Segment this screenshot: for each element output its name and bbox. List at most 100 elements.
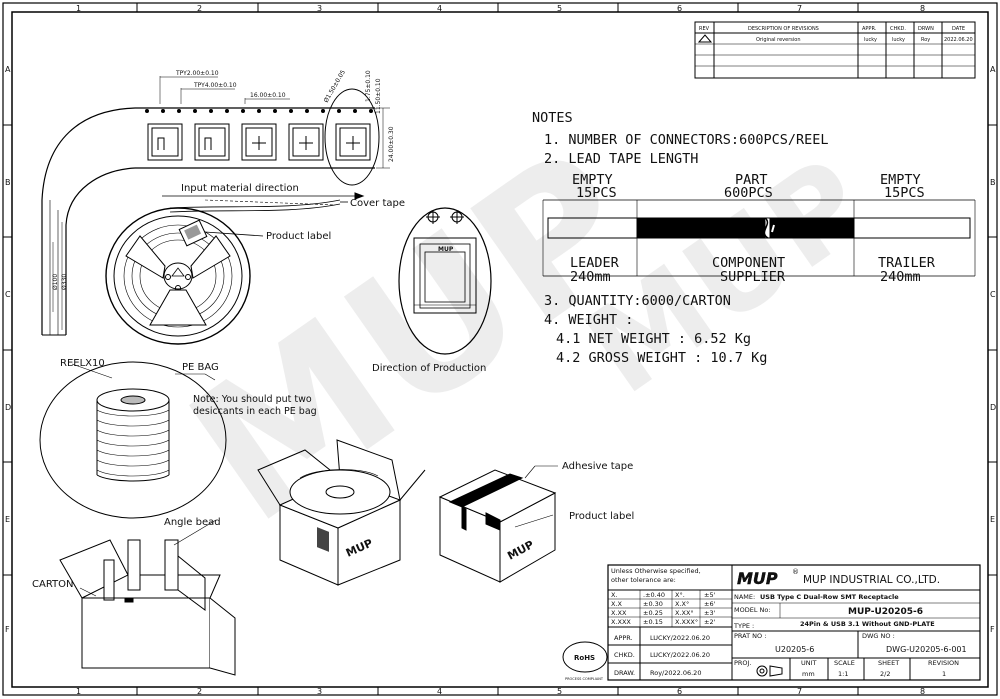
dim-center: 11.50±0.10 [375,78,382,114]
title-block-text: Unless Otherwise specified, other tolera… [611,567,716,677]
tolerance-head-1: Unless Otherwise specified, [611,567,701,575]
rev-row-drwn: Roy [921,37,930,43]
draw-label: DRAW. [614,669,635,677]
empty-1-qty: 15PCS [576,185,617,201]
rev-row-date: 2022.06.20 [944,37,973,43]
tol-2-b: ±0.25 [643,609,663,617]
model-label: MODEL No: [734,606,771,614]
type-value: 24Pin & USB 3.1 Without GND-PLATE [800,620,935,628]
rev-header-appr: APPR. [862,26,877,32]
box-product-label: Product label [569,511,634,522]
chkd-value: LUCKY/2022.06.20 [650,651,710,659]
empty-1-label: EMPTY [572,172,613,188]
reel-product-label: Product label [266,231,331,242]
col-label-8: 8 [920,4,925,13]
col-label-b7: 7 [797,687,802,696]
col-label-6: 6 [677,4,682,13]
revision-block: REV DESCRIPTION OF REVISIONS APPR. CHKD.… [694,21,976,79]
sheet-value: 2/2 [880,670,890,678]
carton-label: CARTON [32,579,74,590]
dim-tpy4: TPY4.00±0.10 [193,82,237,89]
part-no-label: PRAT NO : [734,632,766,640]
note-4-2: 4.2 GROSS WEIGHT : 10.7 Kg [556,350,767,366]
row-label-d-r: D [990,403,996,412]
tol-1-a: X.X [611,600,623,608]
reel-drawing [52,199,336,345]
name-value: USB Type C Dual-Row SMT Receptacle [760,593,899,601]
note-4: 4. WEIGHT : [544,312,633,328]
column-ruler-bottom: 1 2 3 4 5 6 7 8 [76,687,925,696]
tol-3-a: X.XXX [611,618,631,626]
dim-tpy2: TPY2.00±0.10 [175,70,219,77]
mup-mark-small: MUP [438,246,454,253]
tape-dimensions: TPY2.00±0.10 TPY4.00±0.10 16.00±0.10 Ø1.… [175,69,395,162]
open-carton-drawing [59,519,236,676]
input-direction-label: Input material direction [181,183,299,194]
adhesive-tape-label: Adhesive tape [562,461,633,472]
note-1: 1. NUMBER OF CONNECTORS:600PCS/REEL [544,132,828,148]
row-label-f-r: F [990,625,995,634]
component-label: COMPONENT [712,255,785,271]
row-label-b-r: B [990,178,996,187]
col-label-b3: 3 [317,687,322,696]
production-direction-drawing [398,207,492,355]
rev-row-chkd: lucky [892,37,905,43]
pe-bag-note-1: Note: You should put two [193,394,312,405]
tol-0-c: X°. [675,591,685,599]
unit-label: UNIT [801,659,817,667]
appr-label: APPR. [614,634,633,642]
col-label-b2: 2 [197,687,202,696]
unit-value: mm [802,670,815,678]
rev-row-appr: lucky [864,37,877,43]
tol-3-c: X.XXX° [675,618,698,626]
note-4-1: 4.1 NET WEIGHT : 6.52 Kg [556,331,751,347]
tol-1-d: ±6' [704,600,716,608]
note-2: 2. LEAD TAPE LENGTH [544,151,698,167]
row-label-c: C [5,290,11,299]
pe-bag-label: PE BAG [182,362,219,373]
rev-header-rev: REV [699,26,710,32]
revision-value: 1 [942,670,946,678]
tol-2-c: X.XX° [675,609,694,617]
revision-label: REVISION [928,659,959,667]
tolerance-head-2: other tolerance are: [611,576,676,584]
projection-symbol-icon [756,665,783,677]
type-label: TYPE : [733,622,754,630]
rev-header-drwn: DRWN [918,26,934,32]
reelx10-label: REELX10 [60,358,105,369]
dwg-no-value: DWG-U20205-6-001 [886,645,967,654]
col-label-b1: 1 [76,687,81,696]
scale-label: SCALE [834,659,855,667]
row-label-f: F [5,625,10,634]
col-label-4: 4 [437,4,442,13]
row-ruler: A B C D E F A B C D E F [3,65,997,634]
row-label-a: A [5,65,11,74]
title-block-right-text: NAME: USB Type C Dual-Row SMT Receptacle… [733,593,967,678]
col-label-7: 7 [797,4,802,13]
col-label-b4: 4 [437,687,442,696]
reel-dim-outer: Ø330 [61,274,68,290]
col-label-5: 5 [557,4,562,13]
col-label-b8: 8 [920,687,925,696]
tol-0-d: ±5' [704,591,716,599]
supplier-label: SUPPLIER [720,269,786,285]
column-ruler-top: 1 2 3 4 5 6 7 8 [76,3,925,13]
part-label: PART [735,172,768,188]
carrier-tape-drawing [41,76,390,336]
box-with-reel-drawing [257,439,426,586]
rohs-badge: RoHS PROCESS COMPLIANT [562,641,608,681]
tape-pockets [147,123,371,161]
scale-value: 1:1 [838,670,848,678]
rev-header-chkd: CHKD. [890,26,906,32]
col-label-2: 2 [197,4,202,13]
rev-header-date: DATE [952,26,965,32]
svg-text:®: ® [792,568,799,576]
tol-3-d: ±2' [704,618,716,626]
leader-length: 240mm [570,269,611,285]
col-label-1: 1 [76,4,81,13]
sprocket-holes [145,109,373,113]
company-logo: MUP ® [737,568,799,588]
row-label-b: B [5,178,11,187]
closed-box-drawing [438,465,558,583]
